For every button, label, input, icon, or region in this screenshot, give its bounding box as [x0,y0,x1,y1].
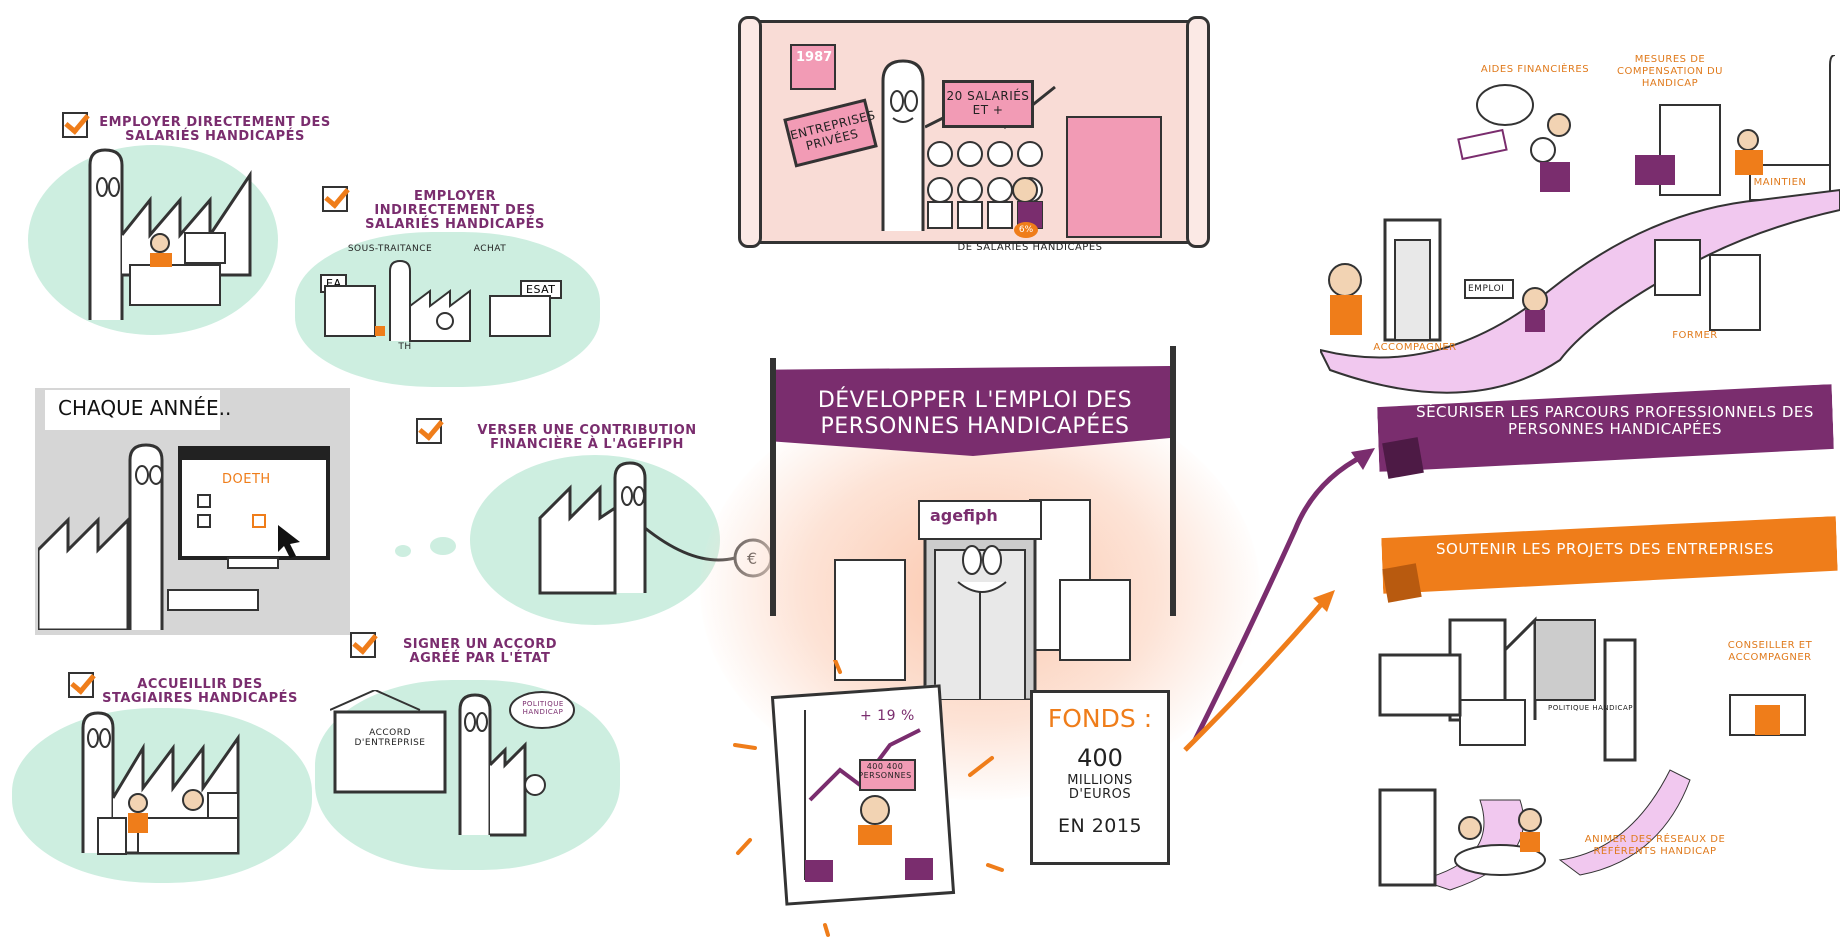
workers-group-illustration [927,141,1043,229]
growth-percent: + 19 % [860,708,915,724]
scroll-roll-left [738,16,762,248]
label-politique-handicap: POLITIQUE HANDICAP [1548,704,1633,712]
fonds-year: EN 2015 [1057,815,1143,837]
politique-bubble: POLITIQUE HANDICAP [522,700,564,716]
declaration-illustration [38,443,330,630]
agefiph-building-illustration [834,499,1131,700]
growth-figure: 400 400 PERSONNES [858,762,912,780]
agefiph-logo-text: agefiph [930,506,998,525]
label-aides-financieres: AIDES FINANCIÈRES [1480,64,1590,75]
doeth-label: DOETH [222,472,271,487]
financial-aid-illustration [1457,84,1571,192]
checkbox-icon [62,112,88,138]
fonds-amount: 400 [1077,744,1123,772]
caption-employ-indirect: EMPLOYER INDIRECTEMENT DES SALARIÉS HAND… [365,189,545,232]
salaries-sign: 20 SALARIÉS ET + [942,80,1034,128]
calendar-icon [790,44,836,90]
training-illustration [1654,239,1761,331]
trainee-illustration [81,711,240,855]
agreement-illustration [330,690,575,837]
caption-box [45,390,220,430]
chimney-character [881,59,925,231]
label-achat: ACHAT [473,244,507,254]
sparkle-lines [733,660,1004,937]
checkbox-icon [416,418,442,444]
caption-employ-direct: EMPLOYER DIRECTEMENT DES SALARIÉS HANDIC… [99,115,331,144]
checkbox-icon [322,186,348,212]
label-sous-traitance: SOUS-TRAITANCE [347,244,433,254]
label-th: TH [398,342,412,352]
label-former: FORMER [1672,330,1718,341]
caption-signer: SIGNER UN ACCORD AGRÉÉ PAR L'ÉTAT [402,637,558,666]
arrows-to-missions [1183,448,1375,752]
label-accompagner: ACCOMPAGNER [1373,342,1457,353]
caption-verser: VERSER UNE CONTRIBUTION FINANCIÈRE À L'A… [477,423,697,452]
label-mesures: MESURES DE COMPENSATION DU HANDICAP [1616,54,1723,89]
label-conseiller: CONSEILLER ET ACCOMPAGNER [1727,640,1813,663]
accompany-illustration [1328,218,1548,342]
compensation-illustration [1635,55,1836,201]
checkbox-icon [350,632,376,658]
fonds-card [1030,690,1170,865]
ribbon-fold [1382,437,1424,479]
agefiph-sign [918,500,1042,540]
soutenir-title: SOUTENIR LES PROJETS DES ENTREPRISES [1435,540,1775,558]
fonds-unit: MILLIONS D'EUROS [1067,773,1133,802]
mint-dot [430,537,456,555]
handicap-document [1066,116,1162,238]
indirect-employment-illustration [324,259,551,342]
main-banner [776,366,1170,456]
label-animer: ANIMER DES RÉSEAUX DE RÉFÉRENTS HANDICAP [1584,834,1726,857]
ribbon-fold [1382,563,1422,603]
label-maintien: MAINTIEN [1753,177,1807,188]
percent-badge: 6% [1014,222,1038,238]
factory-employ-direct-illustration [88,148,252,320]
fonds-title: FONDS : [1047,704,1153,733]
chaque-annee-title: CHAQUE ANNÉE.. [58,396,232,420]
career-path-road [1320,188,1840,394]
banner-pole-right [1170,346,1176,616]
banner-pole-left [770,358,776,616]
scroll-roll-right [1186,16,1210,248]
enterprise-support-illustration [1378,616,1806,891]
year-label: 1987 [796,50,833,65]
growth-chart-illustration [804,710,933,882]
securiser-title: SÉCURISER LES PARCOURS PROFESSIONNELS DE… [1416,403,1814,438]
label-emploi: EMPLOI [1468,284,1505,294]
mint-dot [395,545,411,557]
main-banner-title: DÉVELOPPER L'EMPLOI DES PERSONNES HANDIC… [817,388,1133,439]
de-salaries-caption: DE SALARIÉS HANDICAPÉS [957,242,1103,253]
checkbox-icon [68,672,94,698]
caption-accueillir: ACCUEILLIR DES STAGIAIRES HANDICAPÉS [102,677,298,706]
accord-label: ACCORD D'ENTREPRISE [354,728,426,748]
